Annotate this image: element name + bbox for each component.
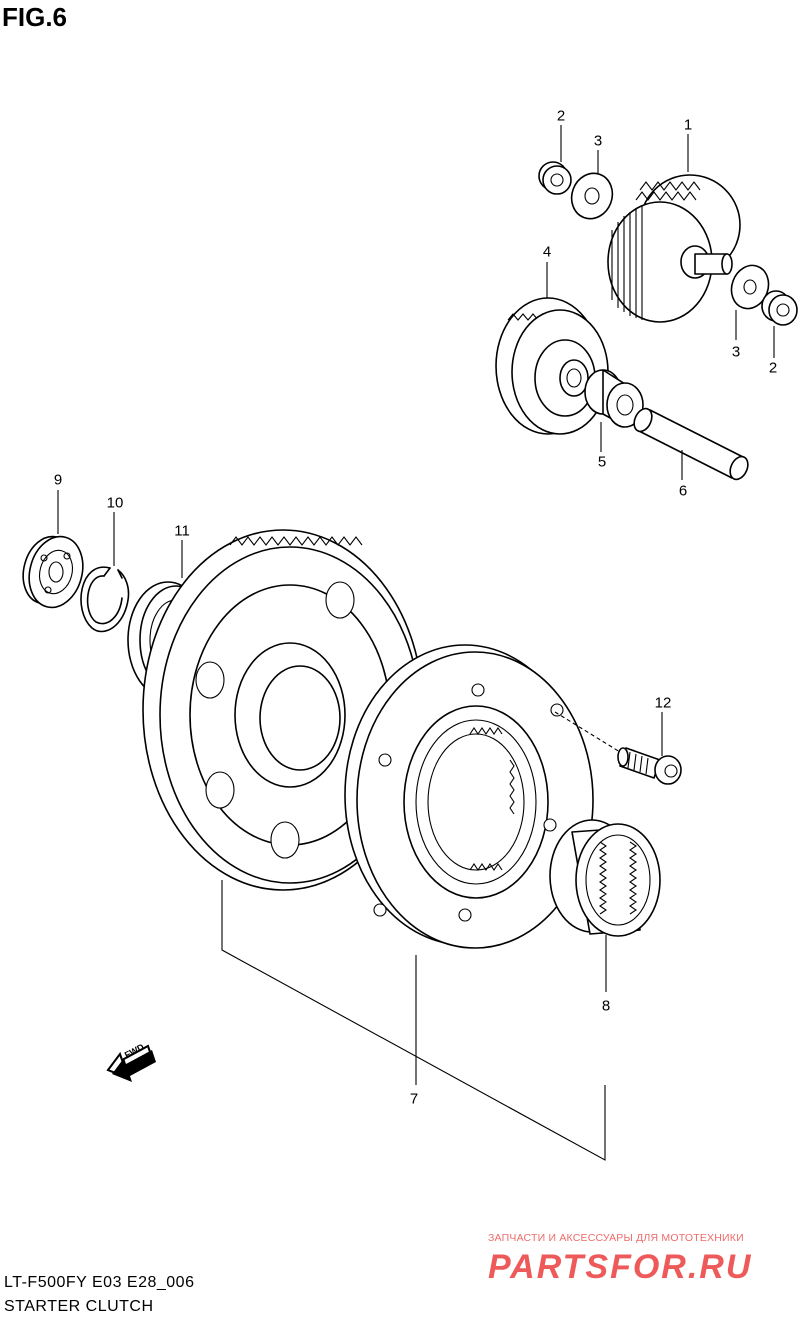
part-6-shaft bbox=[633, 407, 749, 481]
callout-7: 7 bbox=[409, 1090, 419, 1108]
part-8-roller-ring bbox=[549, 819, 661, 937]
callout-6: 6 bbox=[678, 482, 688, 500]
part-3-washer-right bbox=[730, 264, 770, 310]
part-9-bearing bbox=[22, 535, 84, 609]
part-2-bushing-top bbox=[538, 161, 572, 195]
callout-2-right: 2 bbox=[768, 359, 778, 377]
part-4-idle-gear bbox=[495, 297, 609, 435]
starter-driven-gear bbox=[142, 529, 424, 891]
part-5-bushing bbox=[584, 369, 644, 428]
callout-9: 9 bbox=[53, 471, 63, 489]
figure-title: FIG.6 bbox=[2, 2, 68, 32]
callout-2-top: 2 bbox=[556, 107, 566, 125]
watermark-tagline: ЗАПЧАСТИ И АКСЕССУАРЫ ДЛЯ МОТОТЕХНИКИ bbox=[488, 1232, 744, 1244]
callout-4: 4 bbox=[542, 243, 552, 261]
callout-8: 8 bbox=[601, 997, 611, 1015]
callout-5: 5 bbox=[597, 453, 607, 471]
section-name: STARTER CLUTCH bbox=[4, 1298, 154, 1315]
callout-3-right: 3 bbox=[731, 343, 741, 361]
callout-3-top: 3 bbox=[593, 132, 603, 150]
part-10-circlip bbox=[80, 566, 130, 633]
part-7-clutch-plate bbox=[344, 644, 594, 949]
model-code: LT-F500FY E03 E28_006 bbox=[4, 1274, 195, 1291]
watermark-logo: PARTSFOR.RU bbox=[488, 1248, 753, 1286]
callout-1: 1 bbox=[683, 116, 693, 134]
part-3-washer-top bbox=[570, 172, 614, 220]
part-2-bushing-right bbox=[761, 290, 798, 326]
callout-11: 11 bbox=[174, 522, 190, 540]
fwd-arrow-icon bbox=[106, 1044, 156, 1082]
assembly-bracket-7 bbox=[221, 880, 606, 1161]
callout-10: 10 bbox=[106, 494, 124, 512]
part-1-gear-cluster bbox=[607, 174, 741, 323]
bolt-guide-line bbox=[554, 711, 621, 753]
part-12-bolt bbox=[617, 747, 682, 785]
callout-12: 12 bbox=[654, 694, 672, 712]
